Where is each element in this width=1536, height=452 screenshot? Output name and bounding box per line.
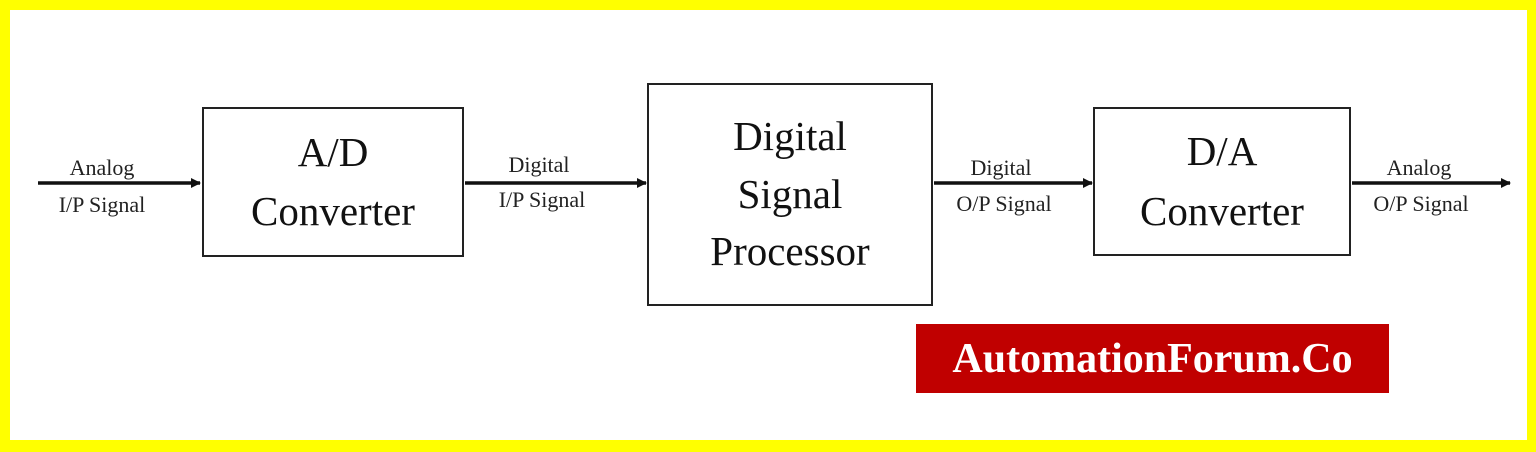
- signal-label-top: Digital: [970, 155, 1032, 180]
- block-line: Processor: [710, 228, 870, 275]
- signal-label-bottom: I/P Signal: [498, 187, 586, 212]
- signal-label-bottom: O/P Signal: [956, 191, 1052, 216]
- ad-converter-block: A/D Converter: [202, 107, 464, 257]
- block-line: Converter: [251, 188, 415, 234]
- block-line: A/D: [297, 128, 369, 175]
- block-line: Digital: [733, 113, 847, 160]
- signal-label-top: Analog: [1386, 155, 1452, 180]
- signal-label-bottom: I/P Signal: [58, 192, 146, 217]
- signal-label-bottom: O/P Signal: [1373, 191, 1469, 216]
- da-converter-block: D/A Converter: [1093, 107, 1351, 256]
- block-line: D/A: [1186, 128, 1258, 175]
- block-line: Signal: [737, 170, 843, 217]
- dsp-block: Digital Signal Processor: [647, 83, 933, 306]
- signal-label-top: Digital: [508, 152, 570, 177]
- signal-label-top: Analog: [69, 155, 135, 180]
- watermark-text: AutomationForum.Co: [952, 335, 1353, 382]
- block-line: Converter: [1140, 187, 1304, 234]
- watermark-logo: AutomationForum.Co: [916, 324, 1389, 393]
